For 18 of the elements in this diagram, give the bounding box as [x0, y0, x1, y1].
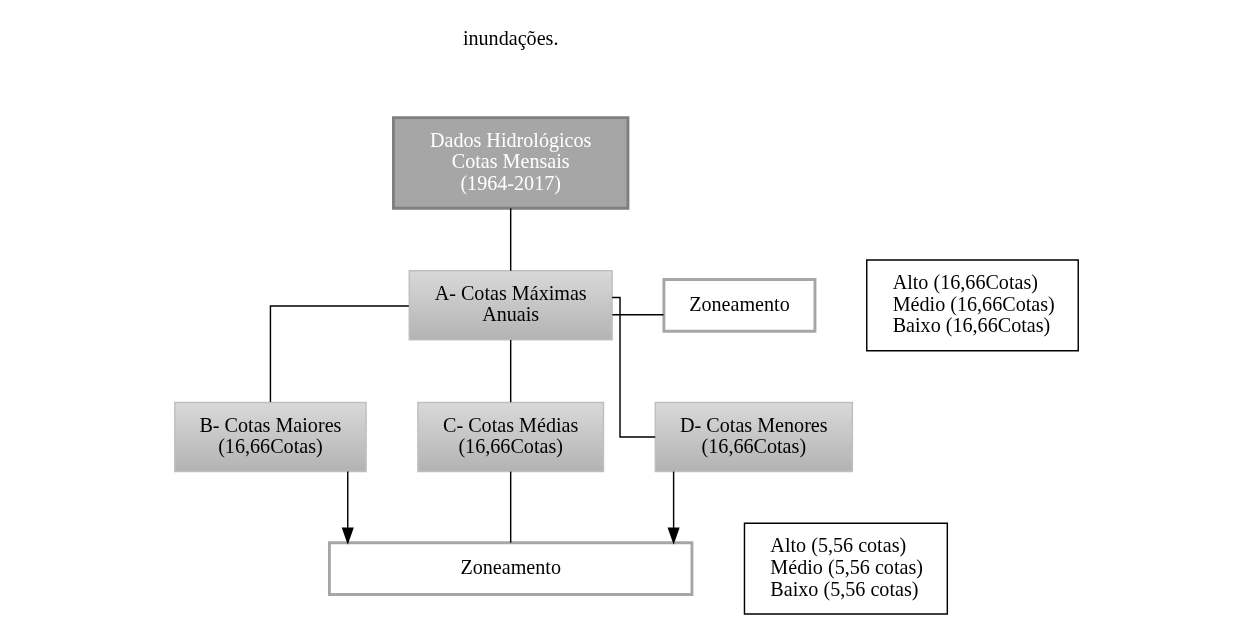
node-box: D- Cotas Menores (16,66Cotas) — [654, 401, 854, 473]
label: inundações. — [462, 27, 559, 50]
connector — [611, 296, 656, 438]
arrow — [341, 470, 354, 545]
node-box: Zoneamento — [662, 278, 817, 333]
connector — [509, 339, 512, 403]
node-box: A- Cotas Máximas Anuais — [408, 270, 613, 341]
node-box: Dados Hidrológicos Cotas Mensais (1964-2017) — [392, 116, 630, 210]
connector — [509, 470, 512, 544]
connector — [611, 314, 665, 316]
connector — [509, 207, 512, 272]
node-box: C- Cotas Médias (16,66Cotas) — [417, 401, 605, 473]
connector — [269, 305, 410, 403]
arrow — [667, 470, 680, 545]
node-box: Alto (5,56 cotas) Médio (5,56 cotas) Baixo (5,56 cotas) — [743, 522, 949, 615]
node-box: Zoneamento — [327, 541, 694, 596]
node-box: Alto (16,66Cotas) Médio (16,66Cotas) Baixo (16,66Cotas) — [866, 259, 1079, 352]
node-box: B- Cotas Maiores (16,66Cotas) — [174, 401, 367, 473]
